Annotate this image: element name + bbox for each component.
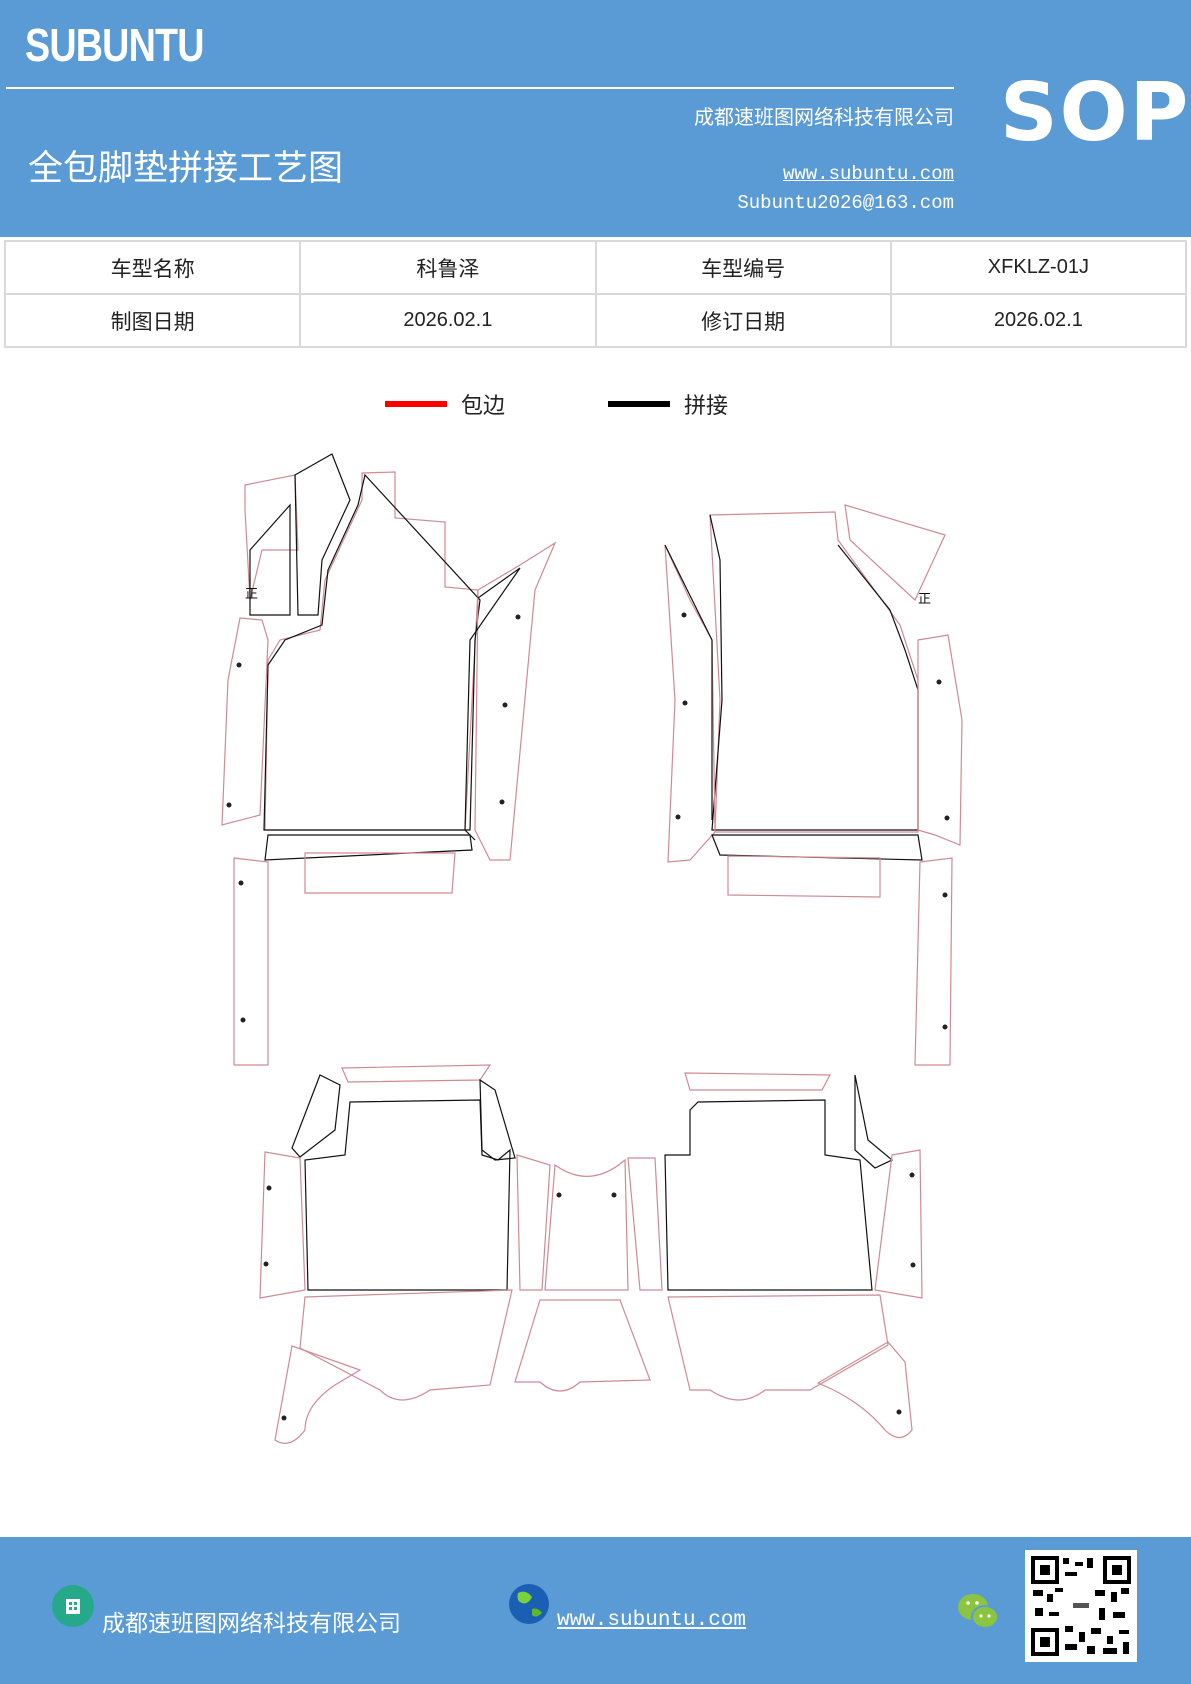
- page-title: 全包脚垫拼接工艺图: [28, 149, 344, 189]
- header-banner: SUBUNTU 全包脚垫拼接工艺图 成都速班图网络科技有限公司 www.subu…: [0, 0, 1191, 237]
- locating-holes: [226, 612, 950, 1421]
- table-row: 制图日期 2026.02.1 修订日期 2026.02.1: [3, 293, 1188, 348]
- front-left-mat: 正: [221, 453, 557, 1066]
- header-email: Subuntu2026@163.com: [737, 192, 954, 214]
- vehicle-info-table: 车型名称 科鲁泽 车型编号 XFKLZ-01J 制图日期 2026.02.1 修…: [3, 240, 1188, 348]
- car-model-code-label: 车型编号: [594, 240, 892, 295]
- revision-date-value: 2026.02.1: [889, 293, 1188, 348]
- svg-text:正: 正: [918, 592, 931, 607]
- legend-label: 包边: [461, 394, 506, 419]
- footer-banner: 成都速班图网络科技有限公司 www.subuntu.com: [0, 1537, 1191, 1684]
- table-row: 车型名称 科鲁泽 车型编号 XFKLZ-01J: [3, 240, 1188, 295]
- car-model-code-value: XFKLZ-01J: [889, 240, 1188, 295]
- legend-item-edging: 包边: [385, 388, 505, 420]
- car-model-name-label: 车型名称: [3, 240, 302, 295]
- wechat-icon[interactable]: [956, 1591, 1000, 1633]
- floor-mat-pattern-diagram: 正 正: [221, 453, 963, 1444]
- globe-icon: [509, 1584, 549, 1624]
- sop-badge: SOP: [1000, 66, 1191, 159]
- front-right-mat: 正: [664, 504, 963, 1066]
- svg-text:正: 正: [245, 587, 258, 602]
- revision-date-label: 修订日期: [594, 293, 892, 348]
- legend-label: 拼接: [684, 394, 729, 419]
- footer-website-link[interactable]: www.subuntu.com: [557, 1609, 747, 1632]
- car-model-name-value: 科鲁泽: [299, 240, 597, 295]
- rear-mat: [259, 1064, 923, 1444]
- legend: 包边 拼接: [0, 388, 1191, 428]
- qr-code[interactable]: [1025, 1550, 1137, 1662]
- drawing-date-label: 制图日期: [3, 293, 302, 348]
- footer-company-name: 成都速班图网络科技有限公司: [102, 1611, 401, 1637]
- header-company-name: 成都速班图网络科技有限公司: [694, 105, 954, 129]
- header-divider: [6, 87, 954, 89]
- red-line-swatch: [385, 401, 447, 407]
- black-line-swatch: [608, 401, 670, 407]
- header-website-link[interactable]: www.subuntu.com: [782, 163, 954, 185]
- drawing-date-value: 2026.02.1: [299, 293, 597, 348]
- legend-item-splice: 拼接: [608, 388, 728, 420]
- building-icon: [52, 1585, 94, 1627]
- brand-logo: SUBUNTU: [25, 19, 204, 71]
